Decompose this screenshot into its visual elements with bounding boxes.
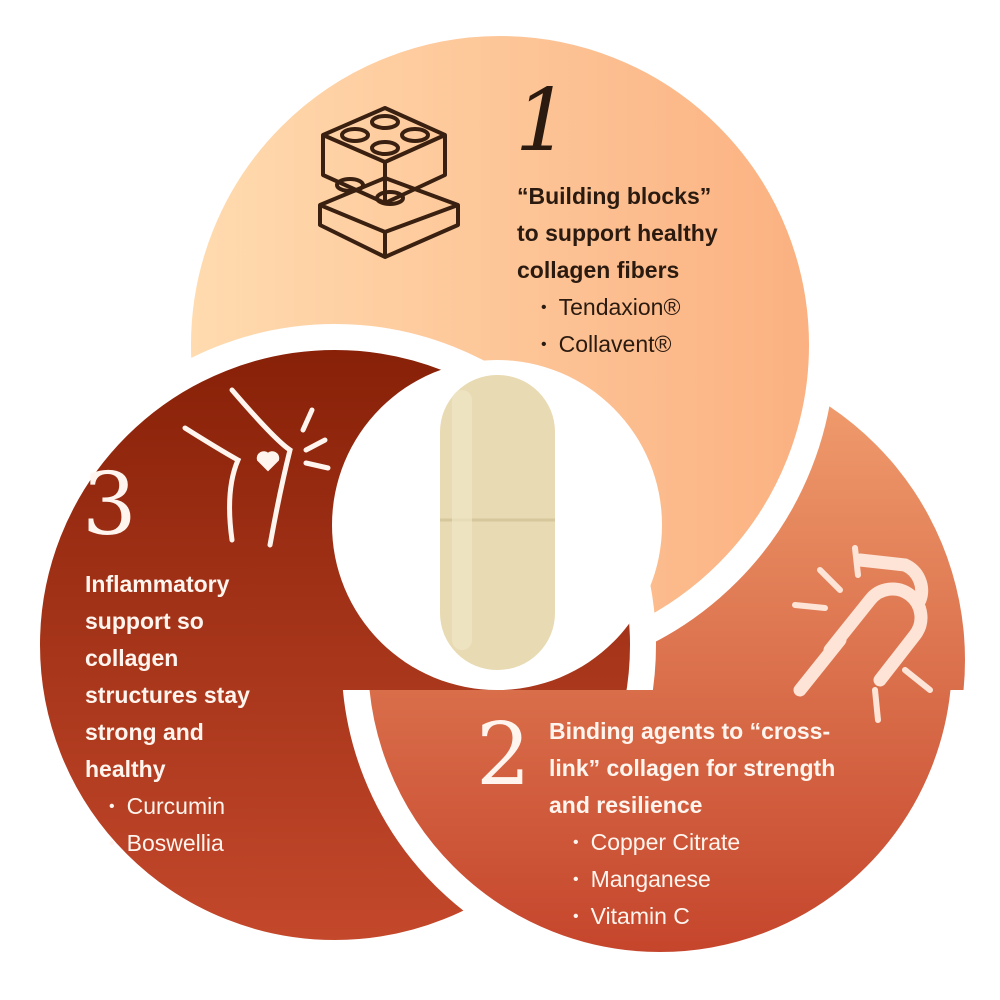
step-1-title-line: “Building blocks” (517, 183, 712, 209)
step-1-title-line: to support healthy (517, 220, 718, 246)
ingredient-item: Manganese (573, 861, 835, 898)
step-2-title-line: link” collagen for strength (549, 755, 836, 781)
ingredient-item: Vitamin C (573, 898, 835, 935)
ingredient-item: Copper Citrate (573, 824, 835, 861)
step-2-title-line: Binding agents to “cross- (549, 718, 831, 744)
knee-heart-icon (182, 387, 331, 548)
step-2-number: 2 (476, 705, 531, 805)
step-3-title-line: healthy (85, 756, 166, 782)
step-3-title-line: structures stay (85, 682, 250, 708)
step-1-number: 1 (515, 71, 570, 171)
step-2-title-line: and resilience (549, 792, 703, 818)
ingredient-item: Curcumin (109, 788, 250, 825)
step-3-title-line: support so (85, 608, 204, 634)
step-1-text: “Building blocks” to support healthy col… (517, 178, 718, 363)
ingredient-item: Tendaxion® (541, 289, 718, 326)
step-3-title-line: Inflammatory (85, 571, 230, 597)
step-1-title-line: collagen fibers (517, 257, 680, 283)
step-2-text: Binding agents to “cross- link” collagen… (549, 713, 835, 935)
ingredient-item: Boswellia (109, 825, 250, 862)
step-3-title-line: strong and (85, 719, 204, 745)
step-3-title-line: collagen (85, 645, 179, 671)
step-3-number: 3 (82, 455, 137, 555)
ingredient-item: Collavent® (541, 326, 718, 363)
step-3-text: Inflammatory support so collagen structu… (85, 566, 250, 862)
building-blocks-icon (318, 106, 460, 259)
broken-chain-icon (792, 545, 933, 723)
capsule-image (440, 375, 555, 670)
